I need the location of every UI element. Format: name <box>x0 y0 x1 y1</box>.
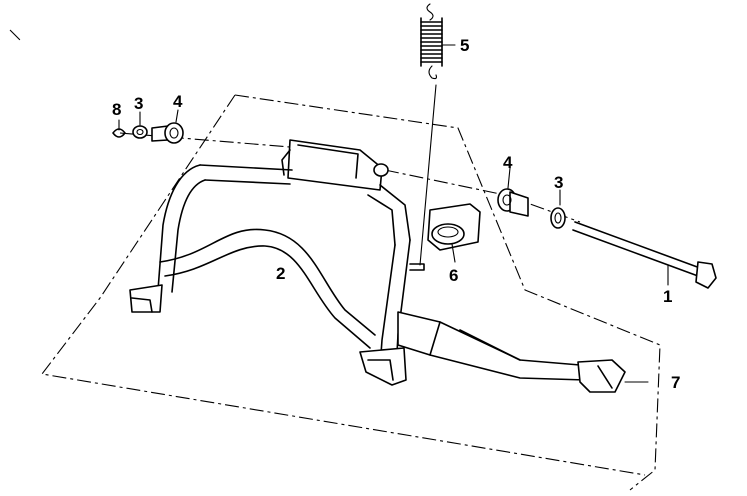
washer-right <box>550 189 566 229</box>
bushing-right <box>497 167 529 217</box>
assembly-boundary <box>9 29 661 491</box>
washer-left <box>132 111 148 139</box>
bushing-left <box>151 109 184 144</box>
stopper-rubber <box>427 203 481 263</box>
callout-4-right: 4 <box>503 153 513 172</box>
callout-5: 5 <box>460 36 469 55</box>
pivot-bolt <box>572 221 717 289</box>
callout-6: 6 <box>449 266 458 285</box>
callout-4-left: 4 <box>173 92 183 111</box>
callout-1: 1 <box>663 287 672 306</box>
kick-arm <box>397 311 649 393</box>
callout-8: 8 <box>112 100 121 119</box>
callout-3-left: 3 <box>134 94 143 113</box>
callout-2: 2 <box>276 264 285 283</box>
callout-7: 7 <box>671 373 680 392</box>
callout-labels: 8 3 4 5 4 3 2 6 1 7 <box>112 36 680 392</box>
clip-part <box>112 119 126 138</box>
spring-part <box>419 3 456 266</box>
main-stand-frame <box>129 139 425 386</box>
callout-3-right: 3 <box>554 173 563 192</box>
